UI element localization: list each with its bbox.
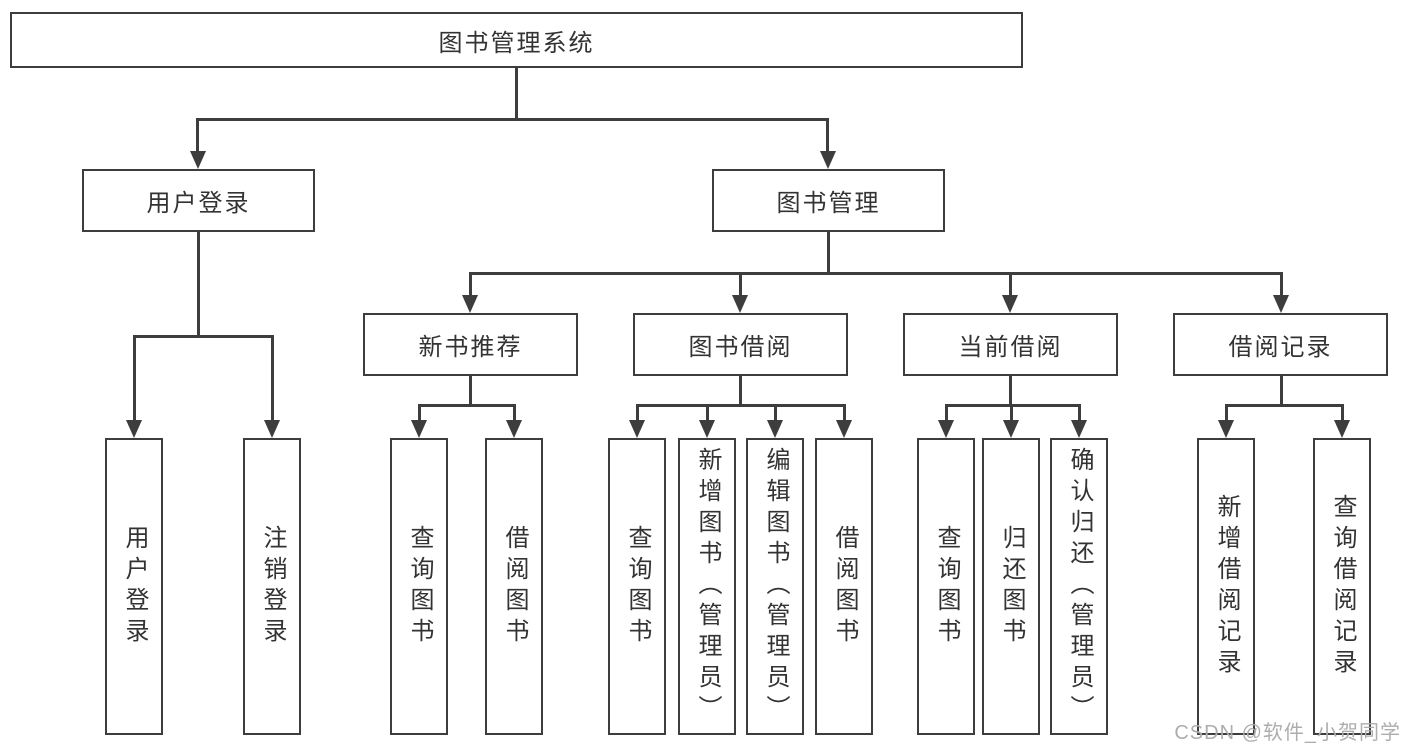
arrowhead-down-icon: [1218, 420, 1234, 438]
node-root: 图书管理系统: [10, 12, 1023, 68]
connector-vline-book-management: [827, 232, 830, 272]
arrow-stem: [706, 404, 709, 424]
leaf-borrow-books-borrow: 借阅图书: [815, 438, 873, 735]
arrowhead-down-icon: [1273, 295, 1289, 313]
arrow-stem: [1010, 404, 1013, 424]
arrow-stem: [636, 404, 639, 424]
arrow-stem: [843, 404, 846, 424]
leaf-query-borrow-record-label: 查询借阅记录: [1329, 493, 1356, 680]
arrow-stem: [133, 335, 136, 424]
leaf-query-books-newbooks: 查询图书: [390, 438, 448, 735]
leaf-confirm-return-admin-label: 确认归还（管理员）: [1066, 447, 1093, 726]
node-borrow-records-label: 借阅记录: [1228, 334, 1333, 361]
connector-hline-new-book-split: [418, 404, 515, 407]
connector-vline-new-book-recommend: [469, 376, 472, 404]
leaf-add-books-admin-label: 新增图书（管理员）: [694, 447, 721, 726]
arrowhead-down-icon: [190, 151, 206, 169]
arrowhead-down-icon: [629, 420, 645, 438]
arrowhead-down-icon: [506, 420, 522, 438]
leaf-query-books-borrow: 查询图书: [608, 438, 666, 735]
arrow-stem: [774, 404, 777, 424]
arrow-stem: [196, 118, 199, 155]
arrow-stem: [945, 404, 948, 424]
connector-vline-current-borrow: [1009, 376, 1012, 404]
connector-vline-book-borrow: [739, 376, 742, 404]
node-user-login-label: 用户登录: [146, 190, 251, 217]
arrowhead-down-icon: [264, 420, 280, 438]
node-book-borrow-label: 图书借阅: [688, 334, 793, 361]
node-book-management: 图书管理: [712, 169, 945, 232]
leaf-edit-books-admin: 编辑图书（管理员）: [746, 438, 804, 735]
node-book-borrow: 图书借阅: [633, 313, 848, 376]
connector-vline-borrow-records: [1280, 376, 1283, 404]
connector-hline-current-borrow-split: [945, 404, 1081, 407]
arrowhead-down-icon: [126, 420, 142, 438]
arrowhead-down-icon: [820, 151, 836, 169]
arrowhead-down-icon: [699, 420, 715, 438]
leaf-user-login: 用户登录: [105, 438, 163, 735]
leaf-add-books-admin: 新增图书（管理员）: [678, 438, 736, 735]
arrow-stem: [513, 404, 516, 424]
leaf-query-books-current: 查询图书: [917, 438, 975, 735]
leaf-return-books-label: 归还图书: [998, 524, 1025, 649]
arrowhead-down-icon: [732, 295, 748, 313]
node-new-book-recommend-label: 新书推荐: [418, 334, 523, 361]
arrowhead-down-icon: [462, 295, 478, 313]
arrow-stem: [826, 118, 829, 155]
arrow-stem: [1341, 404, 1344, 424]
leaf-logout-login: 注销登录: [243, 438, 301, 735]
leaf-query-books-borrow-label: 查询图书: [624, 524, 651, 649]
arrowhead-down-icon: [1003, 420, 1019, 438]
watermark: CSDN @软件_小贺同学: [1174, 722, 1401, 744]
node-user-login: 用户登录: [82, 169, 315, 232]
connector-hline-user-login-split: [133, 335, 273, 338]
arrow-stem: [1009, 272, 1012, 299]
arrow-stem: [739, 272, 742, 299]
arrow-stem: [418, 404, 421, 424]
leaf-add-borrow-record: 新增借阅记录: [1197, 438, 1255, 735]
connector-hline-root-split: [197, 118, 829, 121]
connector-hline-book-management-split: [469, 272, 1282, 275]
leaf-add-borrow-record-label: 新增借阅记录: [1213, 493, 1240, 680]
arrow-stem: [1078, 404, 1081, 424]
node-new-book-recommend: 新书推荐: [363, 313, 578, 376]
node-borrow-records: 借阅记录: [1173, 313, 1388, 376]
leaf-edit-books-admin-label: 编辑图书（管理员）: [762, 447, 789, 726]
leaf-user-login-label: 用户登录: [121, 524, 148, 649]
leaf-borrow-books-borrow-label: 借阅图书: [831, 524, 858, 649]
leaf-query-books-newbooks-label: 查询图书: [406, 524, 433, 649]
leaf-borrow-books-newbooks-label: 借阅图书: [501, 524, 528, 649]
node-current-borrow-label: 当前借阅: [958, 334, 1063, 361]
node-current-borrow: 当前借阅: [903, 313, 1118, 376]
connector-vline-user-login: [197, 232, 200, 335]
arrowhead-down-icon: [1071, 420, 1087, 438]
leaf-logout-login-label: 注销登录: [259, 524, 286, 649]
leaf-query-books-current-label: 查询图书: [933, 524, 960, 649]
leaf-borrow-books-newbooks: 借阅图书: [485, 438, 543, 735]
arrowhead-down-icon: [1334, 420, 1350, 438]
arrowhead-down-icon: [411, 420, 427, 438]
arrow-stem: [271, 335, 274, 424]
node-root-label: 图书管理系统: [438, 29, 595, 57]
arrow-stem: [1280, 272, 1283, 299]
arrowhead-down-icon: [836, 420, 852, 438]
arrow-stem: [469, 272, 472, 299]
arrowhead-down-icon: [1002, 295, 1018, 313]
node-book-management-label: 图书管理: [776, 190, 881, 217]
connector-hline-borrow-records-split: [1225, 404, 1343, 407]
arrow-stem: [1225, 404, 1228, 424]
arrowhead-down-icon: [767, 420, 783, 438]
connector-hline-book-borrow-split: [636, 404, 845, 407]
arrowhead-down-icon: [938, 420, 954, 438]
connector-vline-root: [515, 68, 518, 118]
leaf-return-books: 归还图书: [982, 438, 1040, 735]
leaf-confirm-return-admin: 确认归还（管理员）: [1050, 438, 1108, 735]
leaf-query-borrow-record: 查询借阅记录: [1313, 438, 1371, 735]
